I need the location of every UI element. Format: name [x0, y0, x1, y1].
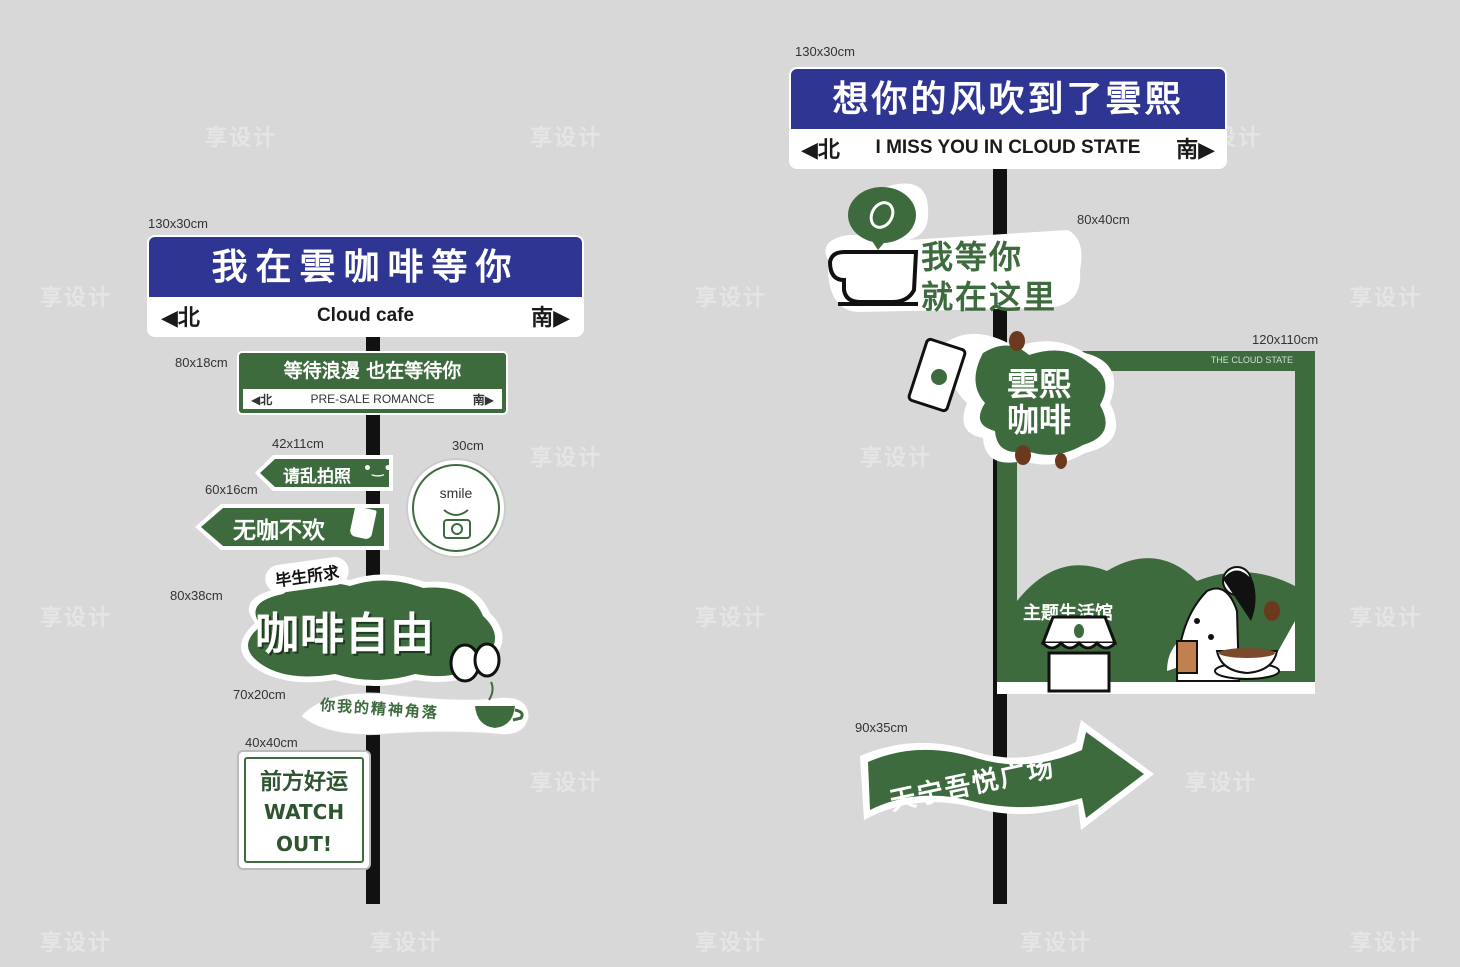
brand-splash [907, 331, 1117, 469]
dimension-label: 130x30cm [148, 216, 208, 231]
sign-text: 请乱拍照 [283, 467, 351, 487]
sign-text: WATCH [263, 800, 345, 824]
watermark: 享设计 [695, 931, 768, 956]
watermark: 享设计 [1350, 931, 1423, 956]
corner-banner-sign [300, 681, 530, 736]
watermark: 享设计 [530, 126, 603, 151]
face-icon: •‿• [363, 461, 393, 477]
sign-text: OUT! [275, 832, 332, 856]
sign-title: 想你的风吹到了雲熙 [791, 69, 1225, 129]
dimension-label: 42x11cm [272, 436, 324, 451]
dimension-label: 80x38cm [170, 588, 223, 603]
sign-title: 等待浪漫 也在等待你 [283, 360, 462, 382]
dimension-label: 90x35cm [855, 720, 908, 735]
shop-icon [1040, 615, 1118, 693]
sign-text: 前方好运 [259, 770, 348, 795]
plaza-arrow-sign [860, 720, 1154, 830]
sign-subtitle: PRE-SALE ROMANCE [310, 392, 435, 406]
dimension-label: 80x18cm [175, 355, 228, 370]
sign-subtitle: I MISS YOU IN CLOUD STATE [875, 137, 1141, 158]
watermark: 享设计 [40, 606, 113, 631]
south-direction: 南▶ [1176, 138, 1215, 163]
dimension-label: 80x40cm [1077, 212, 1130, 227]
watermark: 享设计 [530, 771, 603, 796]
freedom-cloud-sign [241, 574, 503, 686]
watch-out-sign: 前方好运 WATCH OUT! [239, 752, 369, 868]
sign-text: 就在这里 [921, 278, 1058, 316]
watermark: 享设计 [1350, 286, 1423, 311]
north-direction: ◀北 [801, 138, 840, 163]
watermark: 享设计 [1020, 931, 1093, 956]
sign-subtitle: Cloud cafe [316, 305, 415, 326]
dimension-label: 60x16cm [205, 482, 258, 497]
dimension-label: 130x30cm [795, 44, 855, 59]
coffee-arrow-sign [195, 504, 389, 550]
watermark: 享设计 [695, 606, 768, 631]
watermark: 享设计 [695, 286, 768, 311]
watermark: 享设计 [40, 286, 113, 311]
left-main-sign: 我在雲咖啡等你 ◀北 Cloud cafe 南▶ [149, 237, 582, 335]
barista-illustration [1175, 566, 1280, 682]
watermark: 享设计 [860, 446, 933, 471]
right-main-sign: 想你的风吹到了雲熙 ◀北 I MISS YOU IN CLOUD STATE 南… [791, 69, 1225, 167]
romance-sign: 等待浪漫 也在等待你 ◀北 PRE-SALE ROMANCE 南▶ [239, 353, 506, 413]
photo-frame: THE CLOUD STATE 主题生活馆 [997, 351, 1315, 694]
sign-title: 我在雲咖啡等你 [149, 237, 582, 297]
dimension-label: 30cm [452, 438, 484, 453]
watermark: 享设计 [530, 446, 603, 471]
sign-text: 无咖不欢 [233, 518, 325, 544]
north-direction: ◀北 [161, 306, 200, 331]
dimension-label: 40x40cm [245, 735, 298, 750]
frame-brand: THE CLOUD STATE [1210, 355, 1293, 365]
camera-icon [443, 509, 471, 539]
smile-circle-sign: smile [408, 460, 504, 556]
watermark: 享设计 [1350, 606, 1423, 631]
sign-text: 我等你 [921, 238, 1024, 276]
watermark: 享设计 [370, 931, 443, 956]
dimension-label: 70x20cm [233, 687, 286, 702]
dimension-label: 120x110cm [1252, 332, 1319, 347]
sign-text: smile [439, 485, 473, 501]
sign-text: 咖啡自由 [255, 609, 435, 660]
south-direction: 南▶ [531, 306, 570, 331]
photo-arrow-sign [255, 455, 393, 491]
watermark: 享设计 [205, 126, 278, 151]
watermark: 享设计 [40, 931, 113, 956]
brand-splash-text: 雲熙 咖啡 [1007, 365, 1072, 439]
south-direction: 南▶ [472, 392, 494, 407]
wait-sign [825, 183, 1082, 312]
watermark: 享设计 [1185, 771, 1258, 796]
north-direction: ◀北 [251, 392, 273, 407]
